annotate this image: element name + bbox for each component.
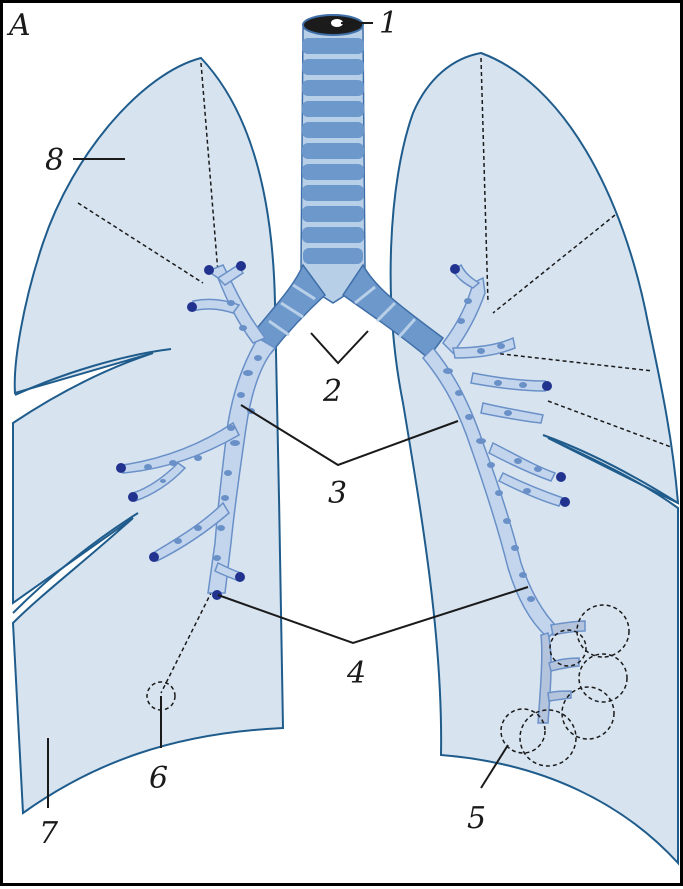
respiratory-tree-diagram: A 1 8 2 3 4 6 5 7 [3, 3, 683, 889]
trachea [301, 15, 365, 303]
label-1: 1 [379, 6, 398, 41]
label-2: 2 [322, 374, 342, 409]
label-3: 3 [328, 476, 347, 511]
label-4: 4 [346, 656, 366, 691]
label-6: 6 [149, 761, 168, 796]
panel-label: A [6, 8, 31, 43]
label-7: 7 [39, 816, 59, 851]
right-lung [391, 53, 678, 863]
label-8: 8 [45, 143, 64, 178]
label-5: 5 [467, 801, 486, 836]
